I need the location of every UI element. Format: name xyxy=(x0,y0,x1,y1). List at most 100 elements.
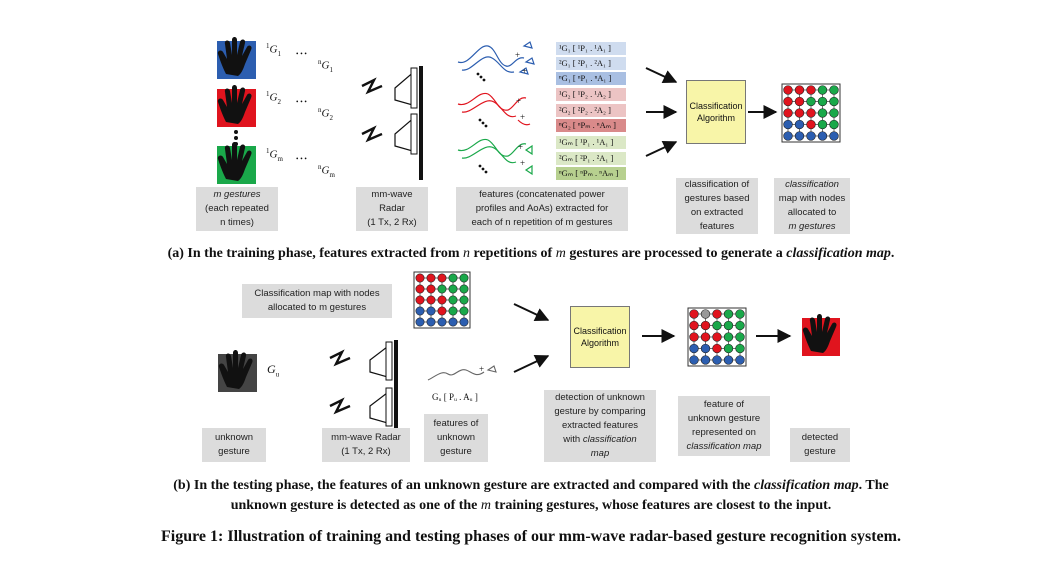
map-node xyxy=(712,332,722,342)
map-node xyxy=(415,317,425,327)
algo-test-line2: Algorithm xyxy=(580,338,619,348)
map-node xyxy=(794,96,805,107)
map-node xyxy=(712,355,722,365)
map-node xyxy=(426,273,436,283)
label-unknown-l1: unknown xyxy=(214,432,254,443)
waveform-blue-icon xyxy=(457,41,535,75)
label-fu-l1: features of xyxy=(433,418,479,429)
feature-row: ¹G₁ [ ¹P₁ . ¹A₁ ] xyxy=(556,42,626,55)
classification-map-training xyxy=(781,83,841,143)
label-map-l4: m gestures xyxy=(788,221,836,232)
unknown-feature-text: Gᵤ [ Pᵤ . Aᵤ ] xyxy=(432,392,478,402)
svg-text:+: + xyxy=(515,50,520,60)
plus-sign-unknown: + xyxy=(479,364,484,374)
map-node xyxy=(700,355,711,365)
label-det-l1: detection of unknown xyxy=(555,392,645,403)
label-map-input-l2: allocated to m gestures xyxy=(267,302,367,313)
map-node xyxy=(689,355,699,365)
wave-bolt-icon xyxy=(361,77,383,143)
map-node xyxy=(806,108,816,118)
gesture-dots: • • • xyxy=(296,155,307,163)
label-features-l2: profiles and AoAs) extracted for xyxy=(475,203,609,214)
label-map-l2: map with nodes xyxy=(778,193,846,204)
arrow-features-top xyxy=(645,67,678,84)
map-node xyxy=(437,295,447,305)
label-detected-l1: detected xyxy=(801,432,839,443)
map-node xyxy=(459,317,469,327)
gesture-dots: • • • xyxy=(296,98,307,106)
map-node xyxy=(723,320,734,331)
classification-algorithm-box-testing: Classification Algorithm xyxy=(570,306,630,368)
map-node xyxy=(700,320,711,331)
map-node xyxy=(712,343,722,354)
label-radar-testing: mm-wave Radar (1 Tx, 2 Rx) xyxy=(322,428,410,462)
svg-text:+: + xyxy=(520,158,525,168)
map-node xyxy=(829,119,839,130)
radar-antenna-top-icon xyxy=(394,66,423,180)
plus-signs-icon: ++ ++ ++ xyxy=(515,50,527,168)
map-node xyxy=(794,131,805,141)
map-node xyxy=(817,108,828,118)
map-node xyxy=(459,273,469,283)
map-node xyxy=(829,85,839,95)
feature-row: ²G₁ [ ²P₁ . ²A₁ ] xyxy=(556,57,626,70)
waveform-red-icon xyxy=(457,92,531,126)
arrow-features-bottom xyxy=(645,140,678,157)
map-node xyxy=(817,85,828,95)
label-class-l3: on extracted xyxy=(690,207,744,218)
label-fr-l4: classification map xyxy=(686,441,762,452)
map-node xyxy=(415,295,425,305)
map-node xyxy=(437,306,447,316)
svg-text:+: + xyxy=(518,142,523,152)
classification-map-unknown-representation xyxy=(687,307,747,367)
figure-caption: Figure 1: Illustration of training and t… xyxy=(161,528,901,545)
map-node xyxy=(817,119,828,130)
map-node xyxy=(448,317,458,327)
map-node xyxy=(794,119,805,130)
map-node xyxy=(712,309,722,319)
label-detected-l2: gesture xyxy=(804,446,836,457)
map-node xyxy=(426,317,436,327)
map-node xyxy=(448,295,458,305)
map-node xyxy=(829,96,839,107)
map-node xyxy=(415,284,425,294)
caption-testing-line2: unknown gesture is detected as one of th… xyxy=(230,498,832,513)
map-node xyxy=(735,332,745,342)
caption-testing-line1: (b) In the testing phase, the features o… xyxy=(173,478,889,493)
label-radar-test-l2: (1 Tx, 2 Rx) xyxy=(341,446,391,457)
map-node xyxy=(806,96,816,107)
gesture-first-label: 1Gm xyxy=(266,147,283,163)
feature-row: ⁿG₁ [ ⁿP₁ . ⁿA₁ ] xyxy=(556,72,626,85)
feature-row: ¹G₂ [ ¹P₂ . ¹A₂ ] xyxy=(556,88,626,101)
label-m-gestures-l2: (each repeated xyxy=(205,203,269,214)
waveform-green-icon xyxy=(457,138,533,176)
hand-blue-icon xyxy=(217,37,256,79)
map-node xyxy=(817,131,828,141)
gesture-first-label: 1G1 xyxy=(266,42,281,58)
label-det-l4: with classification xyxy=(563,434,637,445)
feature-row: ⁿG₂ [ ⁿPₘ . ⁿAₘ ] xyxy=(556,119,626,132)
feature-row: ²G₂ [ ²P₂ . ²A₂ ] xyxy=(556,104,626,117)
label-det-l5: map xyxy=(590,448,610,459)
map-node xyxy=(459,295,469,305)
map-node xyxy=(459,306,469,316)
hand-detected-icon xyxy=(802,314,840,356)
map-node xyxy=(437,317,447,327)
radar-testing-icon xyxy=(369,340,398,452)
map-node xyxy=(735,343,745,354)
label-radar-test-l1: mm-wave Radar xyxy=(331,432,401,443)
map-node xyxy=(783,108,793,118)
label-unknown-l2: gesture xyxy=(218,446,250,457)
map-node xyxy=(735,355,745,365)
map-node xyxy=(723,309,734,319)
arrow-features-to-algo xyxy=(513,355,550,373)
label-detected-gesture: detected gesture xyxy=(790,428,850,462)
map-node xyxy=(806,131,816,141)
label-class-l4: features xyxy=(699,221,735,232)
label-detection: detection of unknown gesture by comparin… xyxy=(544,390,656,462)
unknown-gesture-symbol: Gu xyxy=(267,362,280,379)
label-fu-l2: unknown xyxy=(436,432,476,443)
hand-red-icon xyxy=(217,85,256,127)
map-node xyxy=(426,295,436,305)
label-fu-l3: gesture xyxy=(440,446,472,457)
